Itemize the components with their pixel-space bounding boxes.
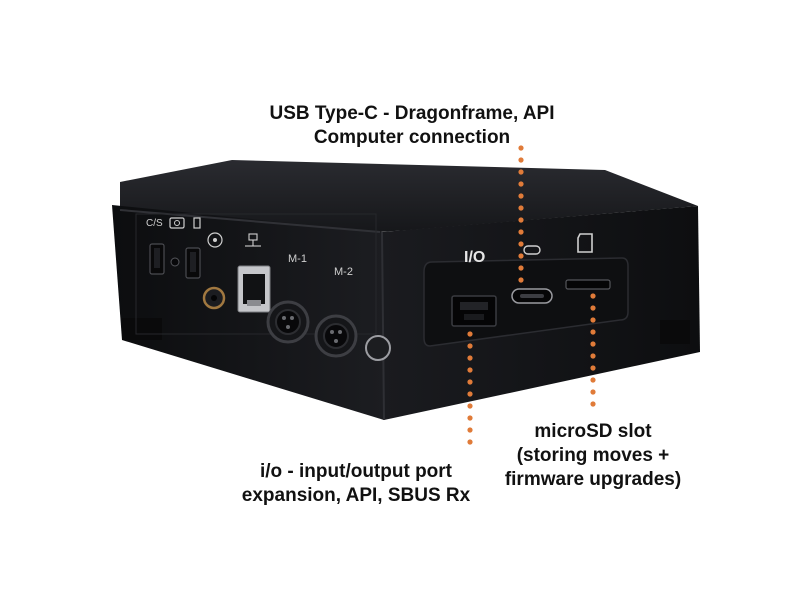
rubber-foot-left [122,318,162,340]
microsd-slot[interactable] [565,279,611,290]
microsd-callout-line1: microSD slot [534,421,652,442]
motor2-connector[interactable] [314,314,358,358]
io-port-callout: i/o - input/output port expansion, API, … [206,460,506,508]
microsd-callout-line3: firmware upgrades) [504,469,682,490]
wheel-icon [207,232,223,248]
cs-label: C/S [146,218,163,229]
motor1-connector[interactable] [266,300,310,344]
io-port-callout-line2: expansion, API, SBUS Rx [241,485,471,506]
ethernet-icon [245,233,261,247]
sd-card-icon [577,233,593,253]
ethernet-port[interactable] [237,265,271,313]
power-input-jack[interactable] [202,286,226,310]
camera-icon [169,217,185,229]
usb-c-callout: USB Type-C - Dragonframe, API Computer c… [262,102,562,150]
io-port-label: I/O [464,249,485,266]
io-leader-line [467,331,473,445]
microsd-callout-line2: (storing moves + [516,445,670,466]
trigger-jack[interactable] [185,247,201,279]
leader-lines [467,145,596,445]
usb-c-callout-line2: Computer connection [313,127,511,148]
io-port-callout-line1: i/o - input/output port [259,461,453,482]
partial-motor3-connector[interactable] [365,335,391,361]
audio-jack-small[interactable] [170,257,180,267]
camera-shutter-jack[interactable] [149,243,165,275]
rubber-foot-right [660,320,690,344]
usb-c-callout-line1: USB Type-C - Dragonframe, API [269,103,555,124]
microsd-callout: microSD slot (storing moves + firmware u… [488,420,698,492]
motor1-label: M-1 [288,253,307,265]
usb-c-icon [523,245,541,255]
microsd-leader-line [590,293,596,407]
motor2-label: M-2 [334,266,353,278]
switch-slot-icon [193,217,201,229]
io-port[interactable] [451,295,497,327]
front-port-panel: I/O [423,233,629,347]
usb-leader-line [518,145,524,283]
usb-c-port[interactable] [511,288,553,304]
side-jack-panel: C/S [135,213,391,361]
